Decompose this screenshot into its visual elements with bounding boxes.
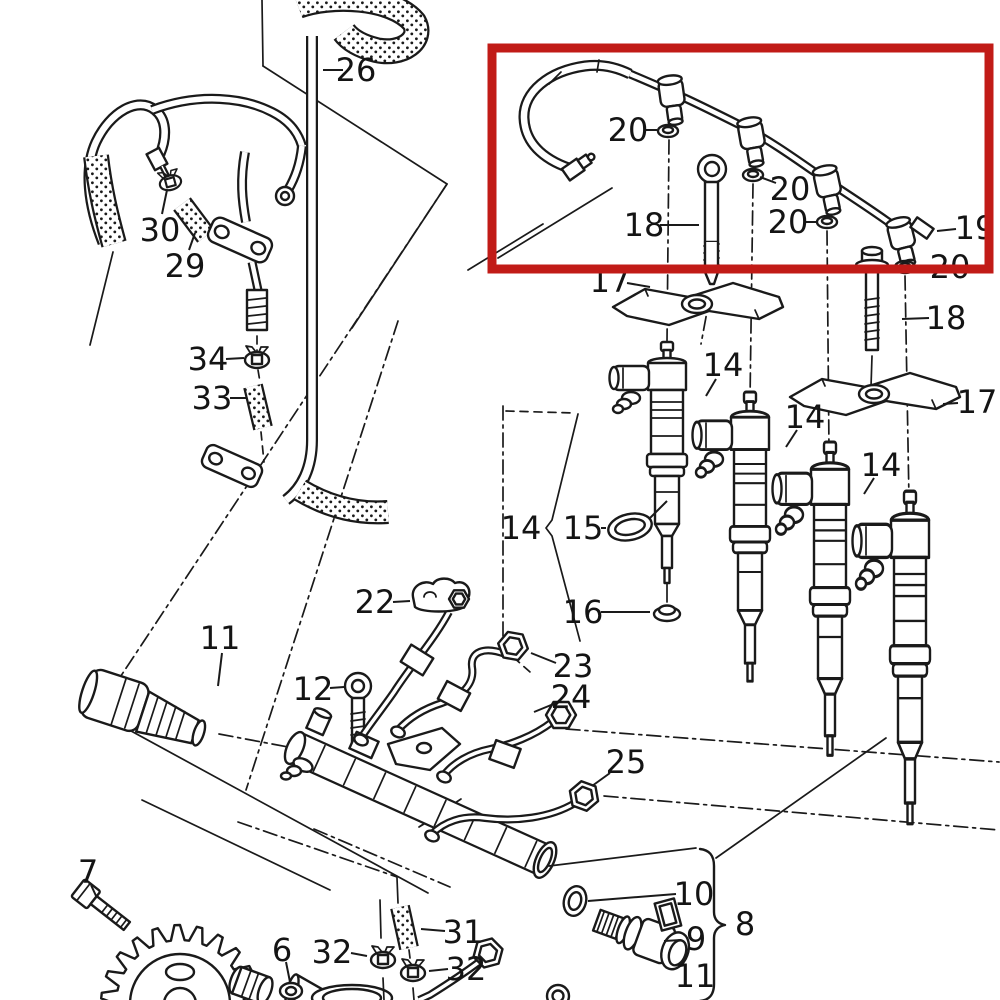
- callout-leader-22: [392, 600, 411, 603]
- callout-label-17-13: 17: [957, 383, 998, 421]
- pipe-25-nut-drawing: [568, 780, 600, 812]
- callout-label-18-6: 18: [624, 206, 665, 244]
- seal-20-drawing: [741, 167, 765, 183]
- callout-label-31-33: 31: [443, 913, 484, 951]
- callout-label-14-16: 14: [861, 446, 902, 484]
- nut-drawing: [447, 589, 471, 609]
- callout-leader-17: [626, 282, 651, 288]
- o-ring-15-drawing: [607, 512, 653, 542]
- pump-gear-group-drawing: [70, 877, 571, 1000]
- injector-14-drawing: [691, 390, 772, 683]
- callout-leader-32: [350, 952, 368, 957]
- callout-label-29-2: 29: [165, 247, 206, 285]
- pressure-valve-group-drawing: [548, 737, 887, 1000]
- callout-label-11-21: 11: [200, 619, 241, 657]
- pipe-26-drawing: [200, 0, 430, 525]
- callout-label-16-19: 16: [563, 593, 604, 631]
- seal-20-drawing: [815, 214, 839, 230]
- fuel-rail-assembly-drawing: [78, 668, 558, 879]
- tee-connector-drawing: [656, 72, 690, 128]
- threaded-fitting-drawing: [245, 288, 269, 332]
- callout-label-7-30: 7: [78, 853, 98, 891]
- callout-label-20-7: 20: [770, 170, 811, 208]
- callout-label-18-12: 18: [926, 299, 967, 337]
- callout-leader-9: [663, 939, 682, 942]
- clamp-32-drawing: [399, 957, 427, 983]
- callout-leader-19: [936, 228, 957, 232]
- heat-shield-16-drawing: [652, 604, 682, 623]
- tee-connector-drawing: [735, 114, 771, 170]
- callout-label-24-24: 24: [551, 678, 592, 716]
- callout-leader-34: [225, 357, 245, 360]
- gear-drawing: [99, 923, 260, 1000]
- highlight-box: [487, 43, 994, 274]
- callout-label-14-15: 14: [785, 398, 826, 436]
- callout-label-32-34: 32: [446, 950, 487, 988]
- callout-label-20-8: 20: [768, 203, 809, 241]
- injector-14-drawing: [608, 340, 689, 585]
- callout-label-15-18: 15: [563, 509, 604, 547]
- callout-label-6-31: 6: [272, 931, 292, 969]
- injector-14-drawing: [850, 489, 932, 826]
- pipe-nut-drawing: [472, 937, 504, 969]
- callout-label-10-26: 10: [674, 875, 715, 913]
- callout-leader-12: [329, 686, 345, 689]
- callout-label-22-20: 22: [355, 583, 396, 621]
- seal-10-drawing: [562, 885, 588, 917]
- hose-29-drawing: [175, 198, 213, 242]
- callout-leader-7: [90, 884, 98, 899]
- group-8-brace: [698, 847, 727, 1000]
- fork-clamp-17-drawing: [611, 281, 785, 327]
- injector-seal-group-drawing: [545, 413, 682, 642]
- callout-leader-14: [785, 429, 798, 448]
- bolt-18-drawing: [854, 245, 890, 352]
- pipe-24-nut-drawing: [544, 700, 578, 730]
- callout-label-23-23: 23: [553, 647, 594, 685]
- callout-label-25-25: 25: [606, 743, 647, 781]
- callout-label-8-28: 8: [735, 905, 755, 943]
- return-line-assembly-drawing: [518, 59, 935, 352]
- callout-label-30-1: 30: [140, 211, 181, 249]
- clamp-30-drawing: [155, 166, 184, 194]
- callout-label-14-17: 14: [501, 509, 542, 547]
- hose-33-drawing: [245, 384, 271, 430]
- callout-leader-14: [863, 477, 875, 495]
- callout-leader-10: [587, 893, 677, 902]
- pressure-sensor-11-drawing: [78, 668, 207, 747]
- callout-leader-24: [533, 702, 557, 713]
- hose-end-fitting-drawing: [560, 152, 596, 182]
- callout-label-12-22: 12: [293, 670, 334, 708]
- tee-connector-drawing: [810, 162, 847, 219]
- pipe-23-nut-drawing: [497, 630, 529, 662]
- callout-label-20-5: 20: [608, 111, 649, 149]
- callout-label-9-27: 9: [686, 920, 706, 958]
- callout-leader-29: [188, 232, 196, 251]
- callout-label-11-29: 11: [675, 957, 716, 995]
- callout-leader-25: [591, 772, 611, 787]
- callout-leader-11: [217, 652, 223, 687]
- callout-leader-17: [942, 402, 959, 405]
- callout-label-33-4: 33: [192, 379, 233, 417]
- clamp-32-drawing: [369, 944, 397, 970]
- callout-leader-18: [901, 317, 930, 320]
- injector-14-drawing: [770, 440, 852, 757]
- injectors-drawing: [608, 340, 932, 826]
- callout-label-32-32: 32: [312, 933, 353, 971]
- callout-leader-30: [161, 189, 168, 215]
- callout-leader-32: [428, 968, 449, 972]
- hose-31-drawing: [392, 905, 417, 950]
- callout-label-34-3: 34: [188, 340, 229, 378]
- callout-leader-31: [420, 928, 446, 932]
- seal-20-drawing: [656, 123, 680, 139]
- injector-pipes-drawing: [348, 577, 600, 1000]
- callout-leader-6: [285, 961, 291, 983]
- callout-leader-20: [759, 176, 777, 184]
- callout-leader-14: [705, 378, 717, 397]
- callout-label-26-0: 26: [336, 51, 377, 89]
- callout-leader-23: [530, 652, 557, 664]
- callout-label-14-14: 14: [703, 346, 744, 384]
- feed-hose-assembly-drawing: [83, 93, 307, 463]
